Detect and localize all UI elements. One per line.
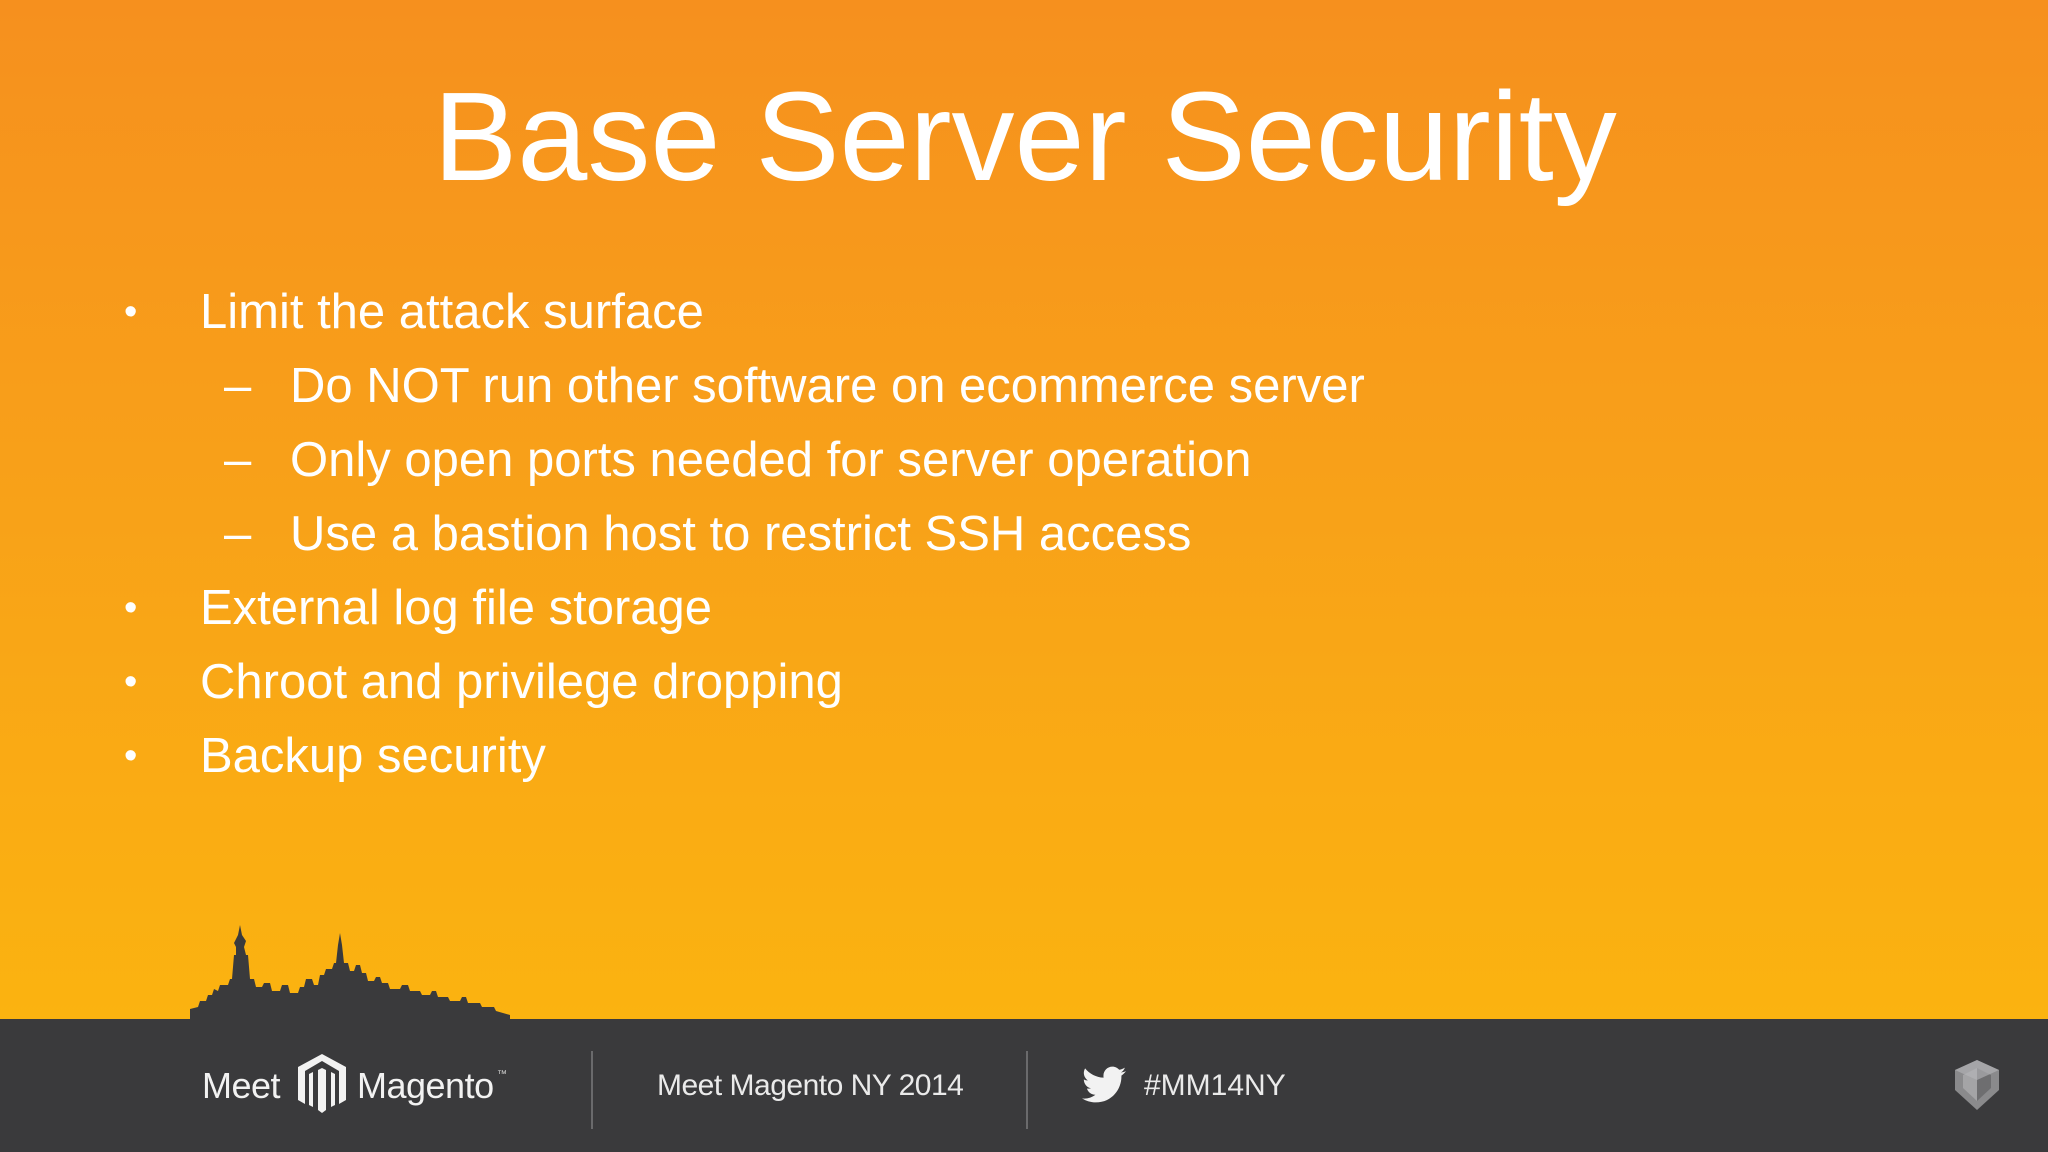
sub-bullet-marker: – <box>224 359 252 413</box>
brand-meet-text: Meet <box>202 1065 281 1106</box>
footer-bar: Meet Magento ™ Meet Magento NY 2014 #MM1… <box>0 1019 2048 1152</box>
bullet-marker: • <box>124 587 138 629</box>
bullet-marker: • <box>124 735 138 777</box>
bullet-text: Chroot and privilege dropping <box>200 655 843 709</box>
footer-divider <box>1026 1051 1028 1129</box>
event-name-text: Meet Magento NY 2014 <box>657 1069 964 1102</box>
sub-bullet-marker: – <box>224 433 252 487</box>
skyline-icon <box>190 925 510 1019</box>
sub-bullet-marker: – <box>224 507 252 561</box>
bullet-marker: • <box>124 291 138 333</box>
hashtag-text: #MM14NY <box>1144 1069 1286 1102</box>
sub-bullet-text: Do NOT run other software on ecommerce s… <box>290 359 1365 413</box>
twitter-bird-icon <box>1082 1066 1126 1103</box>
shield-logo-icon <box>1955 1060 1999 1110</box>
bullet-text: External log file storage <box>200 581 713 635</box>
slide-title: Base Server Security <box>0 62 2048 212</box>
slide-canvas: Base Server Security • Limit the attack … <box>0 0 2048 1019</box>
bullet-marker: • <box>124 661 138 703</box>
sub-bullet-text: Only open ports needed for server operat… <box>290 433 1252 487</box>
sub-bullet-text: Use a bastion host to restrict SSH acces… <box>290 507 1192 561</box>
footer-divider <box>591 1051 593 1129</box>
slide-title-text: Base Server Security <box>433 66 1617 207</box>
magento-logo-icon <box>298 1054 346 1113</box>
brand-magento-text: Magento <box>357 1065 494 1106</box>
bullet-text: Backup security <box>200 729 546 783</box>
bullet-text: Limit the attack surface <box>200 285 704 339</box>
brand-trademark: ™ <box>497 1069 507 1080</box>
